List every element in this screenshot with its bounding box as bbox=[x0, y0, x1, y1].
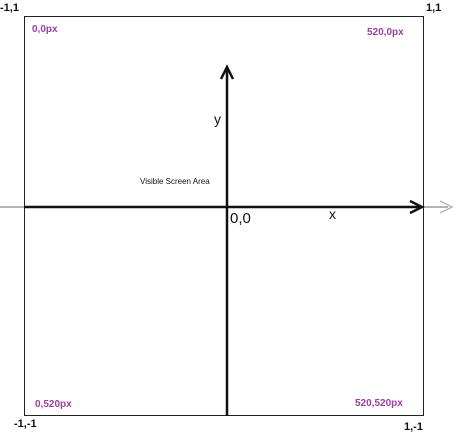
px-top-left-label: 0,0px bbox=[32, 24, 58, 35]
visible-screen-area-label: Visible Screen Area bbox=[140, 177, 210, 186]
x-axis-extension-arrow-icon bbox=[439, 200, 454, 214]
px-bottom-left-label: 0,520px bbox=[35, 399, 72, 410]
ndc-top-right-label: 1,1 bbox=[426, 2, 442, 14]
px-bottom-right-label: 520,520px bbox=[355, 398, 403, 409]
y-axis-label: y bbox=[214, 111, 221, 127]
ndc-bottom-left-label: -1,-1 bbox=[14, 418, 37, 430]
ndc-top-left-label: -1,1 bbox=[0, 2, 19, 14]
px-top-right-label: 520,0px bbox=[367, 27, 404, 38]
y-axis-arrow-icon bbox=[219, 64, 235, 80]
x-axis-arrow-icon bbox=[409, 199, 425, 215]
visible-screen-area-box bbox=[24, 16, 424, 416]
x-axis-label: x bbox=[329, 206, 336, 222]
ndc-bottom-right-label: 1,-1 bbox=[404, 421, 423, 433]
origin-label: 0,0 bbox=[230, 210, 251, 227]
